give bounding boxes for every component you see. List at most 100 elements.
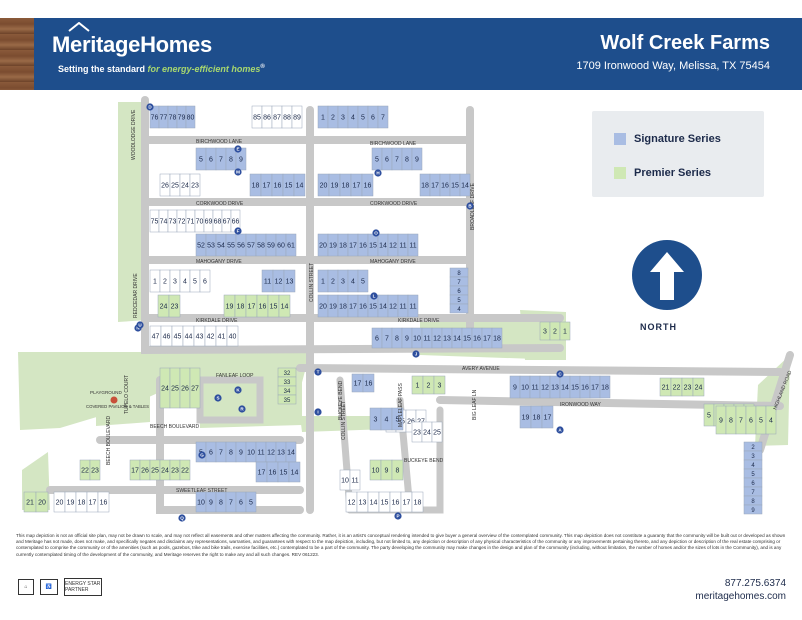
marker-dot[interactable] <box>214 394 222 402</box>
lot-5[interactable] <box>391 407 404 431</box>
lot-5[interactable] <box>357 269 369 293</box>
lot-4[interactable] <box>449 303 469 314</box>
lot-16[interactable] <box>361 173 374 197</box>
map-marker[interactable]: M <box>234 168 242 176</box>
lot-1[interactable] <box>559 321 571 341</box>
map-marker[interactable]: O <box>372 229 380 237</box>
lot-11[interactable] <box>407 294 419 318</box>
marker-dot[interactable] <box>556 370 564 378</box>
lot-16[interactable] <box>97 491 110 513</box>
lot-14[interactable] <box>293 173 306 197</box>
lot-18[interactable] <box>491 327 503 349</box>
marker-dot[interactable] <box>466 202 474 210</box>
lot-80[interactable] <box>185 105 196 129</box>
lot-18[interactable] <box>411 491 424 513</box>
lot-20[interactable] <box>35 491 49 513</box>
lot-27[interactable] <box>189 367 201 409</box>
map-marker[interactable]: H <box>374 169 382 177</box>
brand-logo[interactable]: MeritageHomes <box>52 22 212 58</box>
lot-35[interactable] <box>277 394 297 405</box>
lot-11[interactable] <box>349 469 361 491</box>
lot-25[interactable] <box>431 421 443 443</box>
map-marker[interactable]: S <box>214 394 222 402</box>
map-marker[interactable]: B <box>466 202 474 210</box>
lot-4[interactable] <box>765 405 777 435</box>
lot-11[interactable] <box>407 233 419 257</box>
lot-5[interactable] <box>245 491 257 513</box>
lot-3[interactable] <box>433 375 446 395</box>
marker-dot[interactable] <box>234 227 242 235</box>
marker-dot[interactable] <box>238 405 246 413</box>
lot-23[interactable] <box>168 294 181 318</box>
map-marker[interactable]: F <box>234 227 242 235</box>
marker-dot[interactable] <box>374 169 382 177</box>
map-marker[interactable]: J <box>412 350 420 358</box>
marker-dot[interactable] <box>198 451 206 459</box>
map-marker[interactable]: L <box>370 292 378 300</box>
map-marker[interactable]: P <box>394 512 402 520</box>
lot-row[interactable]: 567891011121314 <box>195 441 297 463</box>
lot-14[interactable] <box>459 173 471 197</box>
marker-dot[interactable] <box>234 386 242 394</box>
lot-18[interactable] <box>599 375 611 399</box>
map-marker[interactable]: R <box>238 405 246 413</box>
lot-16[interactable] <box>362 373 375 393</box>
marker-dot[interactable] <box>314 408 322 416</box>
phone-number[interactable]: 877.275.6374 <box>724 578 786 589</box>
map-marker[interactable]: I <box>314 408 322 416</box>
marker-dot[interactable] <box>178 514 186 522</box>
lot-61[interactable] <box>285 233 297 257</box>
map-marker[interactable]: A <box>556 426 564 434</box>
website-link[interactable]: meritagehomes.com <box>695 591 786 602</box>
lot-89[interactable] <box>291 105 303 129</box>
map-marker[interactable]: U <box>136 321 144 329</box>
marker-dot[interactable] <box>314 368 322 376</box>
marker-dot[interactable] <box>370 292 378 300</box>
lot-22[interactable] <box>179 459 191 481</box>
lot-14[interactable] <box>288 461 301 483</box>
lot-6[interactable] <box>199 269 211 293</box>
map-marker[interactable]: C <box>556 370 564 378</box>
lot-23[interactable] <box>89 459 101 481</box>
map-marker[interactable]: G <box>198 451 206 459</box>
